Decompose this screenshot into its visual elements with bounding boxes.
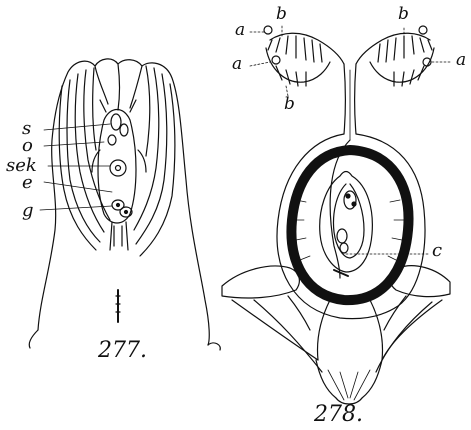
label-c: c <box>432 242 442 260</box>
figure-277-caption: 277. <box>98 340 147 362</box>
label-a-right: a <box>456 52 466 69</box>
label-o: o <box>22 137 33 155</box>
label-g: g <box>22 202 34 220</box>
label-b-lower: b <box>284 96 295 113</box>
label-a-mid-left: a <box>232 56 242 73</box>
label-b-top-left: b <box>276 6 287 23</box>
label-a-top-left: a <box>235 22 245 39</box>
label-b-top-right: b <box>398 6 409 23</box>
label-e: e <box>22 174 33 192</box>
figure-278-caption: 278. <box>314 404 363 426</box>
